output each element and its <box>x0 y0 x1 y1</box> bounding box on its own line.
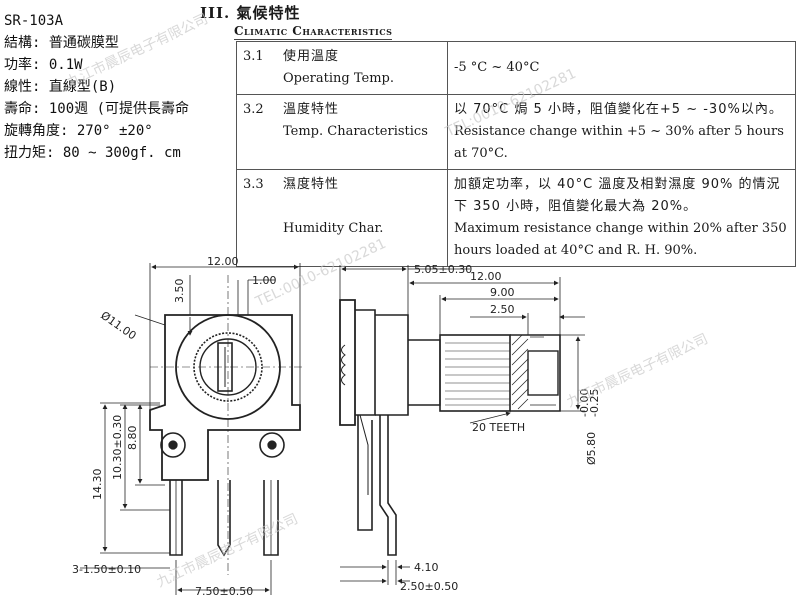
dim-tol-upper: -0.00 <box>578 389 591 417</box>
row-name: 使用溫度 Operating Temp. <box>277 41 448 95</box>
row-name-en: Humidity Char. <box>283 221 384 236</box>
row-name-en: Operating Temp. <box>283 71 394 86</box>
technical-drawing: 12.00 1.00 3.50 Ø11.00 8.80 10.30±0.30 1… <box>72 255 601 598</box>
side-view <box>339 299 561 556</box>
row-number: 3.2 <box>236 94 277 170</box>
row-value: 以 70°C 焗 5 小時，阻值變化在+5 ~ -30%以內。 Resistan… <box>447 94 796 170</box>
climatic-table: 3.1 使用溫度 Operating Temp. -5 °C ~ 40°C 3.… <box>236 41 796 267</box>
dim-d1: 5.05±0.30 <box>414 263 472 276</box>
row-value-en: Resistance change within +5 ~ 30% after … <box>454 124 784 161</box>
dim-height-small: 3.50 <box>173 279 186 304</box>
dim-diameter: Ø11.00 <box>98 309 138 343</box>
row-name-zh: 溫度特性 <box>283 102 340 117</box>
dim-h3: 14.30 <box>91 469 104 501</box>
row-value: 加額定功率，以 40°C 溫度及相對濕度 90% 的情況下 350 小時，阻值變… <box>447 169 796 267</box>
row-value-zh: 加額定功率，以 40°C 溫度及相對濕度 90% 的情況下 350 小時，阻值變… <box>454 177 781 214</box>
dim-d5: 4.10 <box>414 561 439 574</box>
row-name: 溫度特性 Temp. Characteristics <box>277 94 448 170</box>
row-name-en: Temp. Characteristics <box>283 124 428 139</box>
dim-d6: 2.50±0.50 <box>400 580 458 593</box>
dim-tol-lower: -0.25 <box>588 389 601 417</box>
dim-d2: 12.00 <box>470 270 502 283</box>
spec-life: 壽命: 100週 (可提供長壽命 <box>4 101 190 117</box>
row-name: 濕度特性 Humidity Char. <box>277 169 448 267</box>
dim-pitch: 7.50±0.50 <box>195 585 253 598</box>
section-subtitle: Climatic Characteristics <box>234 24 393 40</box>
spec-power: 功率: 0.1W <box>4 57 83 73</box>
dim-shaft-dia: Ø5.80 <box>585 432 598 465</box>
row-value-en: -5 °C ~ 40°C <box>454 60 540 75</box>
side-dimensions <box>339 265 585 585</box>
front-view <box>149 275 305 575</box>
dim-d3: 9.00 <box>490 286 515 299</box>
row-value-zh: 以 70°C 焗 5 小時，阻值變化在+5 ~ -30%以內。 <box>454 102 783 117</box>
dim-h1: 8.80 <box>126 426 139 451</box>
dim-teeth: 20 TEETH <box>472 421 525 434</box>
table-row: 3.1 使用溫度 Operating Temp. -5 °C ~ 40°C <box>236 41 796 95</box>
dim-pin: 3-1.50±0.10 <box>72 563 141 576</box>
row-number: 3.3 <box>236 169 277 267</box>
spec-rotation: 旋轉角度: 270° ±20° <box>4 123 153 139</box>
spec-taper: 線性: 直線型(B) <box>4 79 117 95</box>
dim-d4: 2.50 <box>490 303 515 316</box>
spec-model: SR-103A <box>4 13 64 29</box>
row-name-zh: 濕度特性 <box>283 177 340 192</box>
front-dimensions <box>80 263 301 595</box>
spec-structure: 結構: 普通碳膜型 <box>4 35 119 51</box>
row-name-zh: 使用溫度 <box>283 49 340 64</box>
table-row: 3.2 溫度特性 Temp. Characteristics 以 70°C 焗 … <box>236 94 796 170</box>
row-number: 3.1 <box>236 41 277 95</box>
dim-top-offset: 1.00 <box>252 274 277 287</box>
row-value: -5 °C ~ 40°C <box>447 41 796 95</box>
spec-torque: 扭力矩: 80 ~ 300gf. cm <box>4 145 181 161</box>
row-value-en: Maximum resistance change within 20% aft… <box>454 221 787 258</box>
table-row: 3.3 濕度特性 Humidity Char. 加額定功率，以 40°C 溫度及… <box>236 169 796 267</box>
section-title: III. 氣候特性 <box>200 4 301 22</box>
dim-h2: 10.30±0.30 <box>111 415 124 480</box>
spec-list: SR-103A 結構: 普通碳膜型 功率: 0.1W 線性: 直線型(B) 壽命… <box>4 10 244 164</box>
dim-width: 12.00 <box>207 255 239 268</box>
